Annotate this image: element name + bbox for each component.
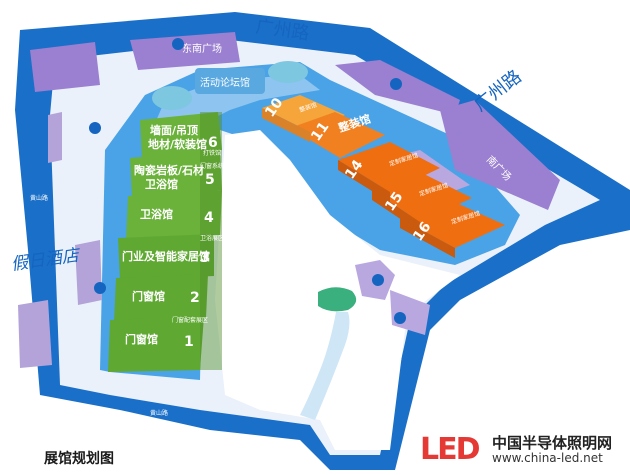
plaza-label: 活动论坛馆	[200, 76, 250, 89]
hall-green-shade	[200, 112, 222, 370]
hall-14-side	[338, 160, 390, 202]
hall-1-side: 门窗配套展区	[172, 316, 208, 324]
hall-2-block[interactable]	[114, 274, 208, 322]
hall-5-block[interactable]	[130, 150, 222, 198]
hall-11-block[interactable]	[290, 112, 385, 158]
plaza-cylinder-right	[268, 61, 308, 83]
hall-2-number: 2	[190, 290, 200, 306]
hall-6-label-1: 墙面/吊顶	[150, 123, 198, 137]
hall-1-label: 门窗馆	[125, 332, 158, 346]
orange-hall-group-upper	[262, 95, 385, 158]
hall-3-label: 门业及智能家居馆	[122, 249, 210, 263]
hall-2-label: 门窗馆	[132, 289, 165, 303]
hall-6-label-2: 地材/软装馆	[148, 137, 207, 151]
plaza-hall	[195, 68, 265, 94]
hall-4-label: 卫浴馆	[140, 207, 173, 221]
building-top-mid	[130, 32, 240, 70]
logo-name: 中国半导体照明网	[492, 434, 613, 452]
parking-icon[interactable]	[89, 122, 101, 134]
hall-6-number: 6	[208, 135, 218, 151]
green-hall-group	[108, 112, 222, 372]
building-south-west	[18, 300, 52, 368]
hall-6-block[interactable]	[140, 112, 222, 160]
hall-4-block[interactable]	[126, 190, 222, 240]
top-building-label: 东南广场	[182, 42, 222, 55]
road-tag-left: 黄山路	[30, 194, 48, 202]
building-top-left	[30, 42, 100, 92]
site-logo[interactable]: LED 中国半导体照明网 www.china-led.net	[420, 432, 625, 468]
hall-16-side	[400, 218, 455, 258]
hall-16-block[interactable]	[400, 200, 505, 248]
hall-3-block[interactable]	[118, 234, 214, 280]
hall-4-side: 卫浴展区	[200, 234, 224, 242]
hall-1-block[interactable]	[108, 316, 204, 372]
parking-icon[interactable]	[394, 312, 406, 324]
parking-markers	[89, 38, 406, 324]
logo-mark: LED	[420, 432, 480, 467]
hall-1-number: 1	[184, 334, 194, 350]
parking-icon[interactable]	[172, 38, 184, 50]
hall-15-side	[372, 190, 420, 232]
orange-hall-group-lower	[338, 142, 505, 258]
parking-icon[interactable]	[390, 78, 402, 90]
building-west-lower	[75, 240, 102, 305]
hall-4-number: 4	[204, 210, 214, 226]
plaza-cylinder-left	[152, 86, 192, 110]
hall-5-side: 门窗系统展区	[200, 162, 236, 170]
hall-3-number: 3	[200, 250, 210, 266]
parking-icon[interactable]	[372, 274, 384, 286]
lake	[318, 287, 357, 312]
road-label-bottom: 黄山路	[150, 409, 168, 417]
hall-5-label-1: 陶瓷岩板/石材	[134, 163, 204, 177]
hall-6-side: 打铁馆	[203, 149, 221, 157]
building-east	[440, 100, 560, 210]
hall-5-number: 5	[205, 172, 215, 188]
map-title: 展馆规划图	[44, 451, 114, 467]
logo-url: www.china-led.net	[492, 451, 603, 465]
hall-10-side	[262, 108, 310, 142]
building-hotel-left	[48, 112, 62, 163]
hall-5-label-2: 卫浴馆	[145, 177, 178, 191]
parking-icon[interactable]	[94, 282, 106, 294]
river-strip	[300, 312, 350, 420]
